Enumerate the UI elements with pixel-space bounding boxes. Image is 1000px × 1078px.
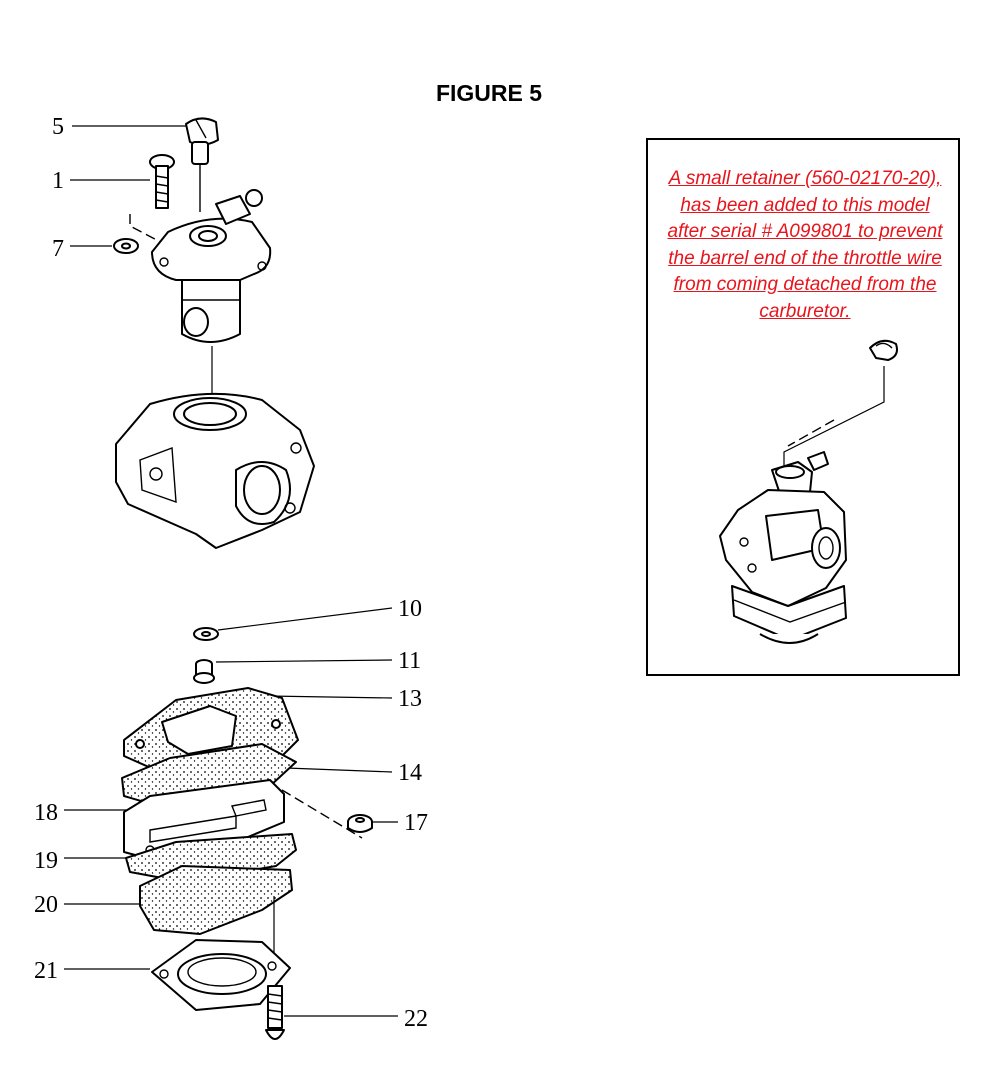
part-11-fitting bbox=[193, 659, 215, 684]
carburetor-body bbox=[115, 392, 315, 549]
leader-lines bbox=[64, 125, 398, 1017]
callout-21: 21 bbox=[34, 958, 58, 984]
part-10-washer bbox=[193, 627, 219, 641]
retainer-dash bbox=[787, 419, 835, 447]
callout-19: 19 bbox=[34, 848, 58, 874]
callout-10: 10 bbox=[398, 596, 422, 622]
inset-carburetor-drawing bbox=[719, 339, 898, 644]
retainer-part bbox=[869, 339, 898, 361]
callout-18: 18 bbox=[34, 800, 58, 826]
callout-13: 13 bbox=[398, 686, 422, 712]
callout-11: 11 bbox=[398, 648, 421, 674]
part-19-gasket bbox=[125, 833, 297, 883]
note-box: A small retainer (560-02170-20), has bee… bbox=[646, 138, 960, 676]
callout-labels: 5 1 7 10 11 13 14 17 18 19 20 21 22 bbox=[34, 114, 428, 1032]
callout-17: 17 bbox=[404, 810, 428, 836]
callout-20: 20 bbox=[34, 892, 58, 918]
part-7-washer bbox=[113, 238, 139, 254]
part-22-screw bbox=[265, 985, 285, 1040]
callout-1: 1 bbox=[52, 168, 64, 194]
callout-22: 22 bbox=[404, 1006, 428, 1032]
part-17-cap bbox=[347, 814, 373, 833]
inset-carburetor bbox=[719, 451, 847, 644]
part-5-screw bbox=[185, 117, 219, 165]
callout-14: 14 bbox=[398, 760, 422, 786]
figure-title: FIGURE 5 bbox=[435, 80, 543, 106]
part-21-cover bbox=[151, 939, 291, 1011]
retainer-leader bbox=[783, 366, 885, 468]
callout-7: 7 bbox=[52, 236, 64, 262]
throttle-body bbox=[129, 164, 272, 410]
note-text: A small retainer (560-02170-20), has bee… bbox=[667, 168, 943, 322]
part-1-bolt bbox=[149, 154, 175, 209]
callout-5: 5 bbox=[52, 114, 64, 140]
